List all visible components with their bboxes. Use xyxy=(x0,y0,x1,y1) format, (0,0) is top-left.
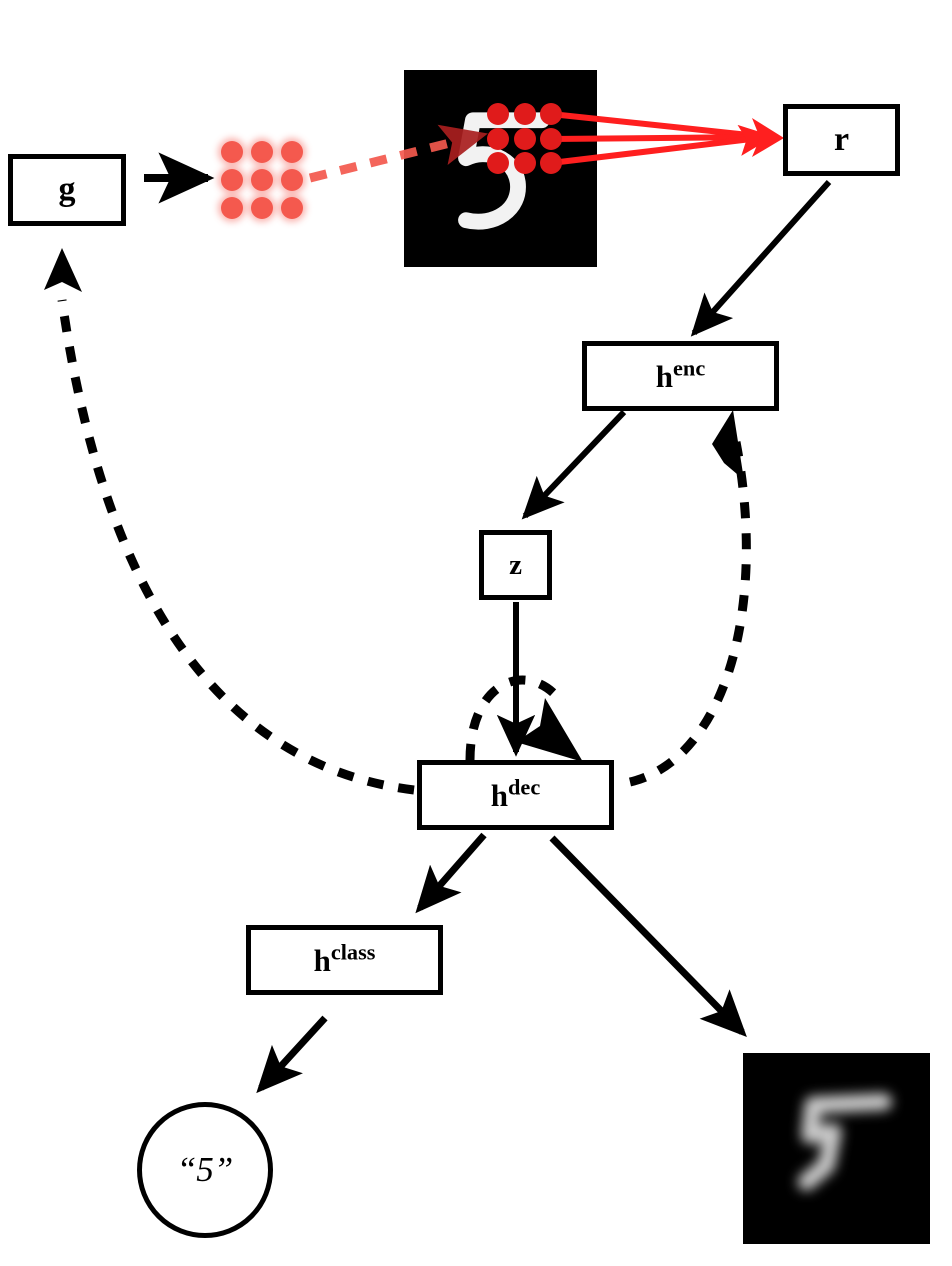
edge-henc-to-z xyxy=(521,409,627,520)
glimpse-dot-1-0 xyxy=(221,169,243,191)
node-label-hclass: hclass xyxy=(313,939,376,978)
edge-glimpse-grid-to-input-image xyxy=(308,124,488,183)
overlay-dot-2-0 xyxy=(487,152,509,174)
glimpse-dot-2-0 xyxy=(221,197,243,219)
edge-input-image-to-r-bottom xyxy=(550,124,774,166)
edge-r-to-henc xyxy=(690,180,832,337)
node-label-z: z xyxy=(509,548,522,581)
edge-input-image-to-r-top xyxy=(550,111,769,140)
arrowhead-hdec-to-henc xyxy=(712,410,744,480)
node-label-r: r xyxy=(833,121,850,158)
node-encoder-hidden-state[interactable]: henc xyxy=(582,341,779,411)
edge-hdec-to-g xyxy=(57,299,415,795)
edge-hdec-to-hclass xyxy=(415,832,487,914)
reconstructed-digit-image xyxy=(743,1053,930,1244)
edge-hclass-to-output xyxy=(256,1015,328,1094)
overlay-dot-1-0 xyxy=(487,128,509,150)
node-decoder-hidden-state[interactable]: hdec xyxy=(417,760,614,830)
node-retina-representation[interactable]: r xyxy=(783,104,900,176)
node-latent-variable[interactable]: z xyxy=(479,530,552,600)
glimpse-dot-1-2 xyxy=(281,169,303,191)
overlay-dot-1-1 xyxy=(514,128,536,150)
glimpse-dot-1-1 xyxy=(251,169,273,191)
edge-hdec-self-loop xyxy=(465,675,564,761)
overlay-dot-0-0 xyxy=(487,103,509,125)
overlay-dot-0-1 xyxy=(514,103,536,125)
arrowhead-red-to-r xyxy=(752,118,784,157)
glimpse-dot-0-2 xyxy=(281,141,303,163)
arrowhead-hdec-self-loop xyxy=(516,698,583,762)
overlay-dot-1-2 xyxy=(540,128,562,150)
glimpse-dot-0-1 xyxy=(251,141,273,163)
overlay-dot-2-1 xyxy=(514,152,536,174)
glimpse-dot-2-2 xyxy=(281,197,303,219)
edge-hdec-to-henc xyxy=(628,441,751,787)
edge-input-image-to-r-middle xyxy=(550,134,769,142)
node-glimpse-network[interactable]: g xyxy=(8,154,126,226)
node-class-prediction[interactable]: “5” xyxy=(137,1102,273,1238)
node-label-hdec: hdec xyxy=(490,774,541,813)
edge-hdec-to-reconstruction xyxy=(549,835,747,1038)
glimpse-dot-0-0 xyxy=(221,141,243,163)
overlay-dot-2-2 xyxy=(540,152,562,174)
glimpse-dot-2-1 xyxy=(251,197,273,219)
node-classifier-hidden-state[interactable]: hclass xyxy=(246,925,443,995)
node-label-henc: henc xyxy=(655,355,706,394)
arrowhead-hdec-to-g xyxy=(44,248,82,292)
overlay-dot-0-2 xyxy=(540,103,562,125)
node-label-output: “5” xyxy=(176,1150,234,1189)
node-label-g: g xyxy=(58,171,76,208)
